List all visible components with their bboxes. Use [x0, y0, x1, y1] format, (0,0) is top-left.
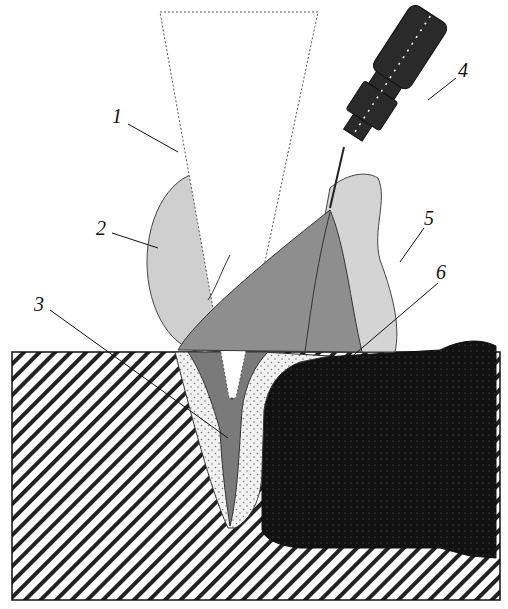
callout-number: 3	[34, 294, 44, 314]
callout-number: 2	[96, 218, 106, 238]
plume-boundary	[208, 255, 230, 300]
weld-seam	[262, 341, 496, 558]
callout-number: 1	[112, 106, 122, 126]
arc-boundary	[305, 212, 330, 352]
wire-electrode	[330, 147, 344, 208]
callout-number: 4	[458, 60, 468, 80]
callout-number: 5	[424, 208, 434, 228]
callout-number: 6	[436, 262, 446, 282]
welding-torch	[308, 2, 449, 187]
leader-lines	[50, 78, 456, 438]
weld-pool	[175, 352, 330, 528]
arc-plasma	[178, 210, 362, 352]
